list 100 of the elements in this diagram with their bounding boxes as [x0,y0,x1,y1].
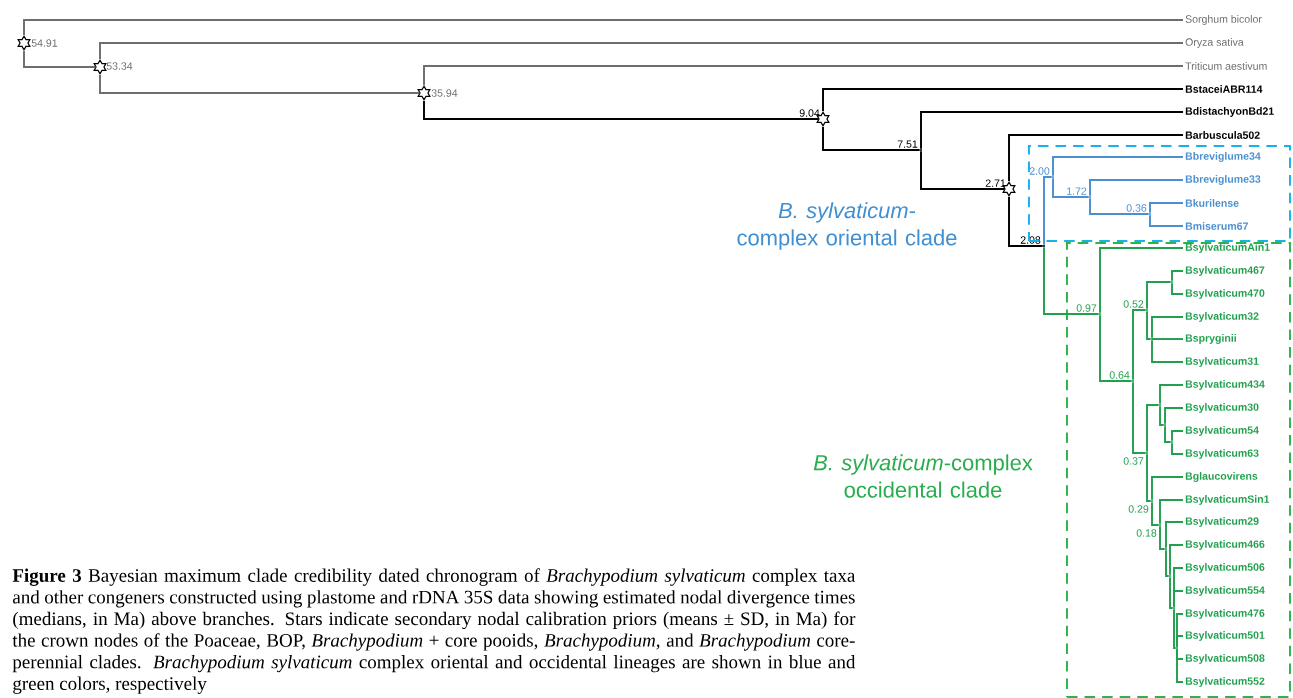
tree-branch [1151,339,1184,363]
tree-branch [1149,202,1184,214]
taxon-label: Bglaucovirens [1185,472,1258,482]
tree-branch [1089,197,1150,215]
tree-branch [1159,525,1166,550]
node-age: 7.51 [897,140,918,148]
taxon-label: Bsylvaticum506 [1185,563,1265,573]
tree-branch [1159,384,1184,405]
taxon-label: Bsylvaticum466 [1185,540,1265,550]
taxon-label: Bkurilense [1185,199,1239,207]
tree-branch [1151,501,1160,526]
tree-branch [1171,270,1184,282]
taxon-label: Bsylvaticum501 [1185,631,1265,641]
tree-branch [1165,549,1170,577]
node-age: 0.18 [1136,529,1157,537]
tree-branch [1159,405,1165,426]
taxon-label: BdistachyonBd21 [1185,107,1274,117]
tree-branch [1171,442,1184,455]
node-age: 9.04 [799,109,820,117]
tree-branch [920,150,1006,190]
taxon-label: Bsylvaticum31 [1185,357,1259,367]
tree-branch [920,111,1184,150]
tree-branch [1146,453,1152,502]
tree-branch [1099,247,1184,314]
taxon-label: Bmiserum67 [1185,222,1248,230]
node-age: 35.94 [431,89,458,97]
tree-branch [822,88,1184,113]
taxon-label: Triticum aestivum [1185,62,1267,70]
tree-branch [423,65,1184,87]
tree-branch [1043,176,1053,246]
node-age: 53.34 [106,62,133,70]
clade-label: B. sylvaticum-complex oriental clade [737,202,957,250]
tree-branch [822,126,921,151]
tree-branch [1165,521,1184,549]
tree-branch [1132,309,1147,381]
node-age: 0.29 [1128,505,1149,513]
tree-branch [1164,425,1172,443]
tree-branch [1099,314,1133,382]
taxon-label: Bsylvaticum434 [1185,380,1265,390]
taxon-label: Bsylvaticum467 [1185,266,1265,276]
taxon-label: Bsylvaticum32 [1185,312,1259,322]
taxon-label: BsylvaticumSin1 [1185,495,1270,505]
tree-branch [1089,179,1184,197]
taxon-label: Bbreviglume33 [1185,175,1261,185]
tree-branch [1146,281,1172,310]
taxon-label: Bspryginii [1185,334,1236,344]
taxon-label: Bsylvaticum30 [1185,403,1259,413]
clade-box [1066,242,1291,698]
tree-branch [1132,381,1147,454]
tree-branch [1173,590,1184,608]
taxon-label: BsylvaticumAin1 [1185,243,1270,253]
node-age: 54.91 [31,39,58,47]
tree-branch [1169,544,1184,576]
node-age: 0.52 [1123,300,1144,308]
clade-label: B. sylvaticum-complex occidental clade [813,454,1033,498]
taxon-label: Barbuscula502 [1185,131,1260,139]
node-age: 0.64 [1109,371,1130,379]
taxon-label: Bsylvaticum508 [1185,654,1265,664]
tree-branch [1171,282,1184,295]
tree-branch [1151,476,1184,501]
calibration-star [417,85,431,101]
taxon-label: Bbreviglume34 [1185,152,1261,162]
tree-branch [1052,177,1090,198]
calibration-star [93,59,107,75]
taxon-label: Bsylvaticum29 [1185,517,1259,527]
node-age: 2.00 [1029,167,1050,175]
node-age: 0.37 [1123,457,1144,465]
tree-branch [1176,648,1184,683]
tree-branch [423,100,820,120]
taxon-label: Bsylvaticum54 [1185,426,1259,436]
taxon-label: BstaceiABR114 [1185,85,1263,93]
tree-branch [1151,338,1184,340]
tree-branch [1151,316,1184,339]
tree-branch [1043,246,1100,315]
tree-branch [1169,576,1174,609]
tree-branch [1176,635,1184,648]
tree-branch [1008,196,1044,247]
node-age: 0.97 [1076,304,1097,312]
node-age: 0.36 [1126,204,1147,212]
calibration-star [17,35,31,51]
tree-branch [99,74,421,94]
taxon-label: Bsylvaticum63 [1185,449,1259,459]
tree-branch [1159,499,1184,525]
tree-branch [1173,608,1177,649]
tree-branch [1146,310,1152,340]
tree-branch [1052,156,1184,177]
node-age: 2.71 [985,179,1006,187]
taxon-label: Bsylvaticum554 [1185,586,1265,596]
tree-branch [1171,430,1184,442]
node-age: 1.72 [1067,187,1087,195]
taxon-label: Oryza sativa [1185,38,1244,48]
figure-caption: Figure 3 Bayesian maximum clade credibility dated chronogram of Brachypodium sylvaticum complex taxa and other congeners constructed using plastome and rDNA 35S data showing estimated nodal divergence times (medians, in Ma) above branches. Stars indicate secondary nodal calibration priors (means ± SD, in Ma) for the crown nodes of the Poaceae, BOP, Brachypodium + core pooids, Brachypodium, and Brachypodium core-perennial clades. Brachypodium sylvaticum complex oriental and occidental lineages are shown in blue and green colors, respectively [12,568,856,694]
tree-branch [1008,134,1184,183]
tree-branch [1146,404,1160,453]
tree-branch [99,42,1184,61]
taxon-label: Bsylvaticum552 [1185,677,1265,687]
taxon-label: Sorghum bicolor [1185,15,1262,25]
taxon-label: Bsylvaticum470 [1185,289,1265,299]
tree-branch [23,19,1184,37]
tree-branch [23,50,97,68]
